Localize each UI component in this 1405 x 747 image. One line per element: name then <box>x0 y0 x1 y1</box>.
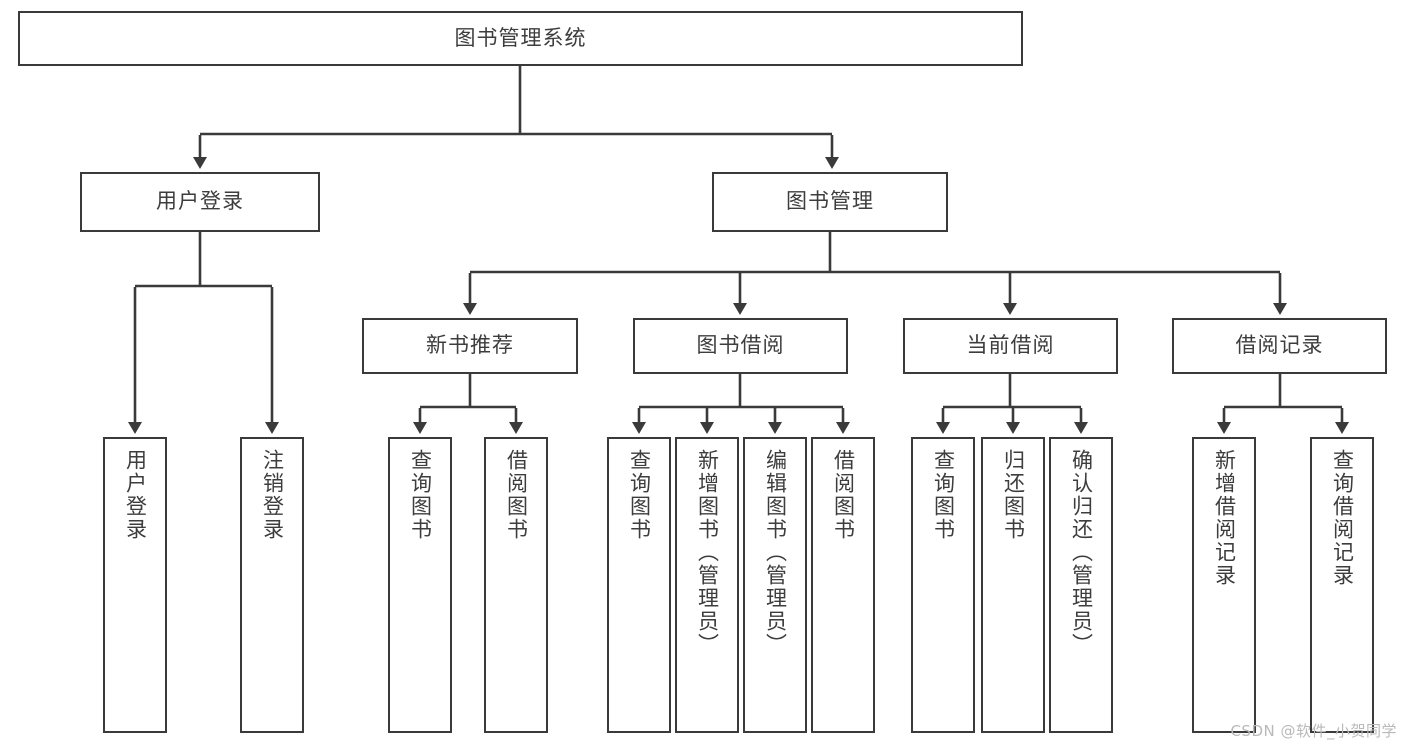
node-book-borrow[interactable]: 图书借阅 <box>633 318 848 374</box>
watermark: CSDN @软件_小贺同学 <box>1230 722 1397 740</box>
node-current-borrow-label: 当前借阅 <box>966 333 1055 358</box>
node-leaf-borrow-book-bor[interactable]: 借阅图书 <box>811 437 875 733</box>
node-leaf-user-logout[interactable]: 注销登录 <box>240 437 304 733</box>
node-borrow-record[interactable]: 借阅记录 <box>1172 318 1387 374</box>
node-leaf-query-book-rec[interactable]: 查询图书 <box>388 437 452 733</box>
node-leaf-edit-book[interactable]: 编辑图书（管理员） <box>743 437 807 733</box>
node-book-manage-label: 图书管理 <box>786 189 874 214</box>
node-root[interactable]: 图书管理系统 <box>18 11 1023 66</box>
node-user-login-label: 用户登录 <box>156 189 244 214</box>
node-leaf-return-book[interactable]: 归还图书 <box>981 437 1045 733</box>
node-leaf-query-book-cur[interactable]: 查询图书 <box>911 437 975 733</box>
node-leaf-add-record[interactable]: 新增借阅记录 <box>1192 437 1256 733</box>
node-user-login[interactable]: 用户登录 <box>80 172 320 232</box>
node-new-book-recommend-label: 新书推荐 <box>426 333 514 358</box>
node-leaf-edit-book-label: 编辑图书（管理员） <box>763 449 788 656</box>
node-borrow-record-label: 借阅记录 <box>1235 333 1324 358</box>
node-leaf-query-book-cur-label: 查询图书 <box>931 449 956 541</box>
node-new-book-recommend[interactable]: 新书推荐 <box>362 318 578 374</box>
node-leaf-query-record-label: 查询借阅记录 <box>1330 449 1355 587</box>
node-book-borrow-label: 图书借阅 <box>696 333 785 358</box>
node-leaf-return-book-label: 归还图书 <box>1001 449 1026 541</box>
node-leaf-confirm-return-label: 确认归还（管理员） <box>1069 449 1094 656</box>
node-leaf-add-book-label: 新增图书（管理员） <box>695 449 720 656</box>
node-leaf-user-logout-label: 注销登录 <box>260 449 285 541</box>
node-book-manage[interactable]: 图书管理 <box>712 172 948 232</box>
node-leaf-user-login-label: 用户登录 <box>123 449 148 541</box>
node-leaf-borrow-book-rec-label: 借阅图书 <box>504 449 529 541</box>
node-leaf-query-book-rec-label: 查询图书 <box>408 449 433 541</box>
node-leaf-user-login[interactable]: 用户登录 <box>103 437 167 733</box>
node-leaf-query-record[interactable]: 查询借阅记录 <box>1310 437 1374 733</box>
node-leaf-query-book-bor-label: 查询图书 <box>627 449 652 541</box>
node-leaf-add-record-label: 新增借阅记录 <box>1212 449 1237 587</box>
node-current-borrow[interactable]: 当前借阅 <box>903 318 1118 374</box>
node-leaf-borrow-book-rec[interactable]: 借阅图书 <box>484 437 548 733</box>
node-leaf-add-book[interactable]: 新增图书（管理员） <box>675 437 739 733</box>
node-root-label: 图书管理系统 <box>454 25 587 50</box>
node-leaf-confirm-return[interactable]: 确认归还（管理员） <box>1049 437 1113 733</box>
node-leaf-borrow-book-bor-label: 借阅图书 <box>831 449 856 541</box>
node-leaf-query-book-bor[interactable]: 查询图书 <box>607 437 671 733</box>
